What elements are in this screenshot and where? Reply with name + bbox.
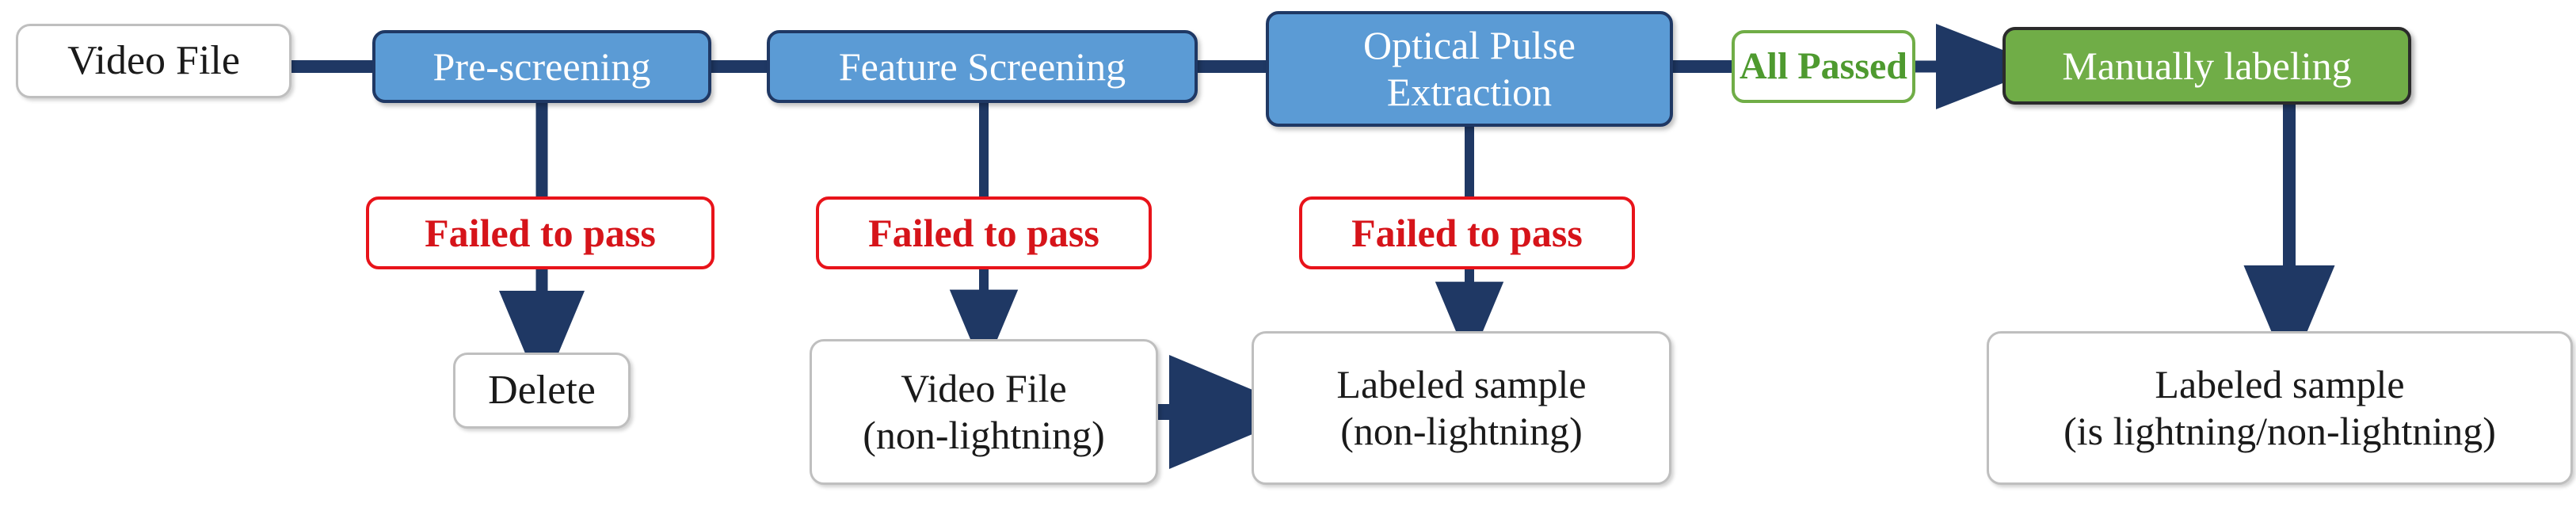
node-label: Manually labeling [2062, 43, 2352, 88]
node-label-line1: Video File [901, 366, 1067, 410]
node-label-line1: Labeled sample [2155, 362, 2405, 406]
node-feature-screening[interactable]: Feature Screening [767, 30, 1198, 103]
node-label: Delete [488, 368, 596, 414]
node-all-passed[interactable]: All Passed [1732, 30, 1915, 103]
node-label: Failed to pass [1351, 210, 1583, 255]
node-failed-to-pass-2[interactable]: Failed to pass [816, 196, 1152, 269]
node-optical-pulse-extraction[interactable]: Optical Pulse Extraction [1266, 11, 1673, 127]
node-label-line2: (non-lightning) [863, 413, 1105, 457]
node-label: Failed to pass [425, 210, 656, 255]
node-label: All Passed [1739, 44, 1907, 87]
node-label-line2: Extraction [1386, 70, 1553, 114]
node-labeled-sample-non-lightning[interactable]: Labeled sample (non-lightning) [1252, 331, 1671, 485]
node-pre-screening[interactable]: Pre-screening [372, 30, 711, 103]
node-failed-to-pass-3[interactable]: Failed to pass [1299, 196, 1635, 269]
node-video-file-input[interactable]: Video File [16, 24, 292, 98]
node-label: Feature Screening [838, 44, 1126, 89]
node-label-line2: (is lightning/non-lightning) [2063, 409, 2496, 453]
node-label: Failed to pass [868, 210, 1099, 255]
node-label-line2: (non-lightning) [1340, 409, 1583, 453]
node-label-line1: Optical Pulse [1362, 23, 1576, 67]
node-failed-to-pass-1[interactable]: Failed to pass [366, 196, 714, 269]
node-delete[interactable]: Delete [453, 353, 631, 429]
node-label-line1: Labeled sample [1336, 362, 1587, 406]
node-labeled-sample-both[interactable]: Labeled sample (is lightning/non-lightni… [1987, 331, 2573, 485]
node-manually-labeling[interactable]: Manually labeling [2002, 27, 2411, 105]
node-label: Video File [67, 38, 240, 84]
node-label: Pre-screening [433, 44, 651, 89]
node-video-file-non-lightning[interactable]: Video File (non-lightning) [810, 339, 1158, 485]
